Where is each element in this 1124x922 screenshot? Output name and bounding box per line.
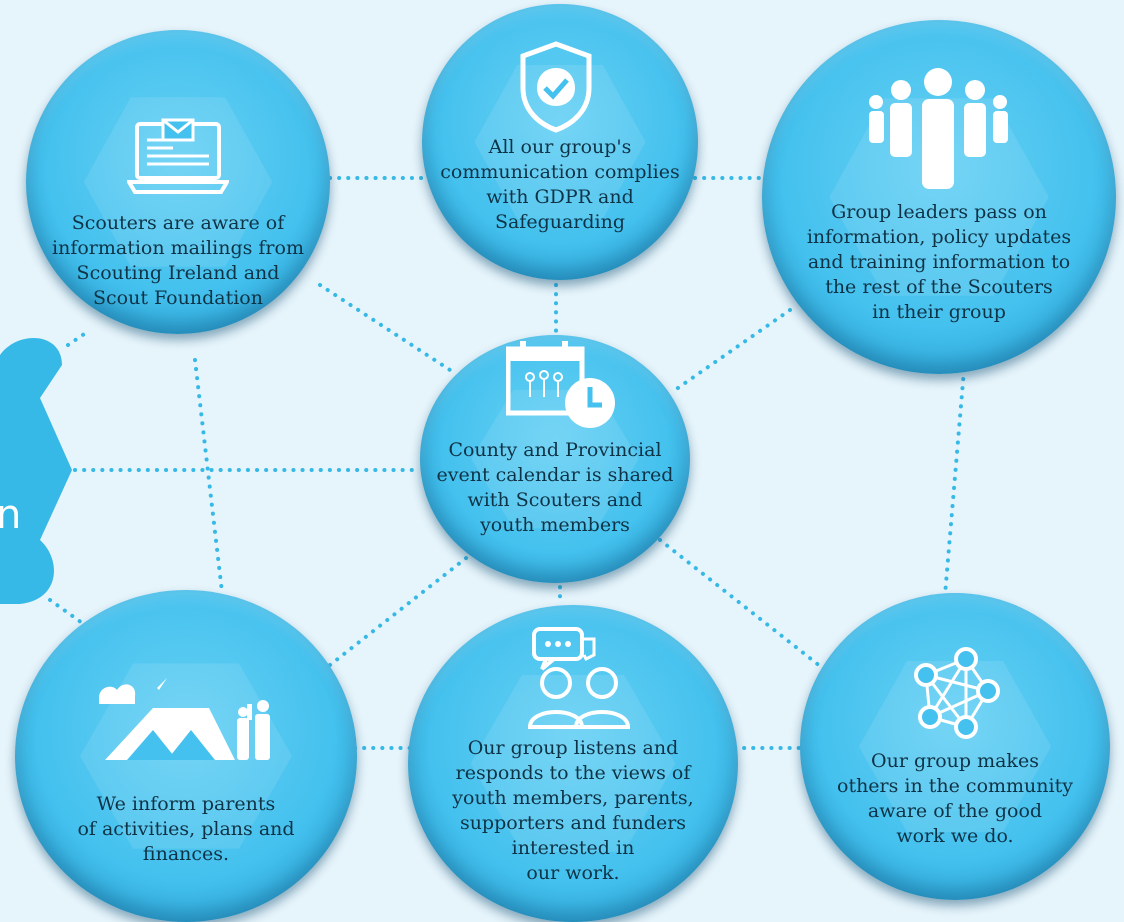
network-icon xyxy=(914,647,1000,739)
connector-tr-br xyxy=(943,368,966,597)
node-label: Group leaders pass on information, polic… xyxy=(806,201,1072,323)
node-label: Our group listens and responds to the vi… xyxy=(452,737,694,884)
node-top-center: All our group's communication complies w… xyxy=(422,4,698,280)
node-label: All our group's communication complies w… xyxy=(440,136,680,233)
node-bottom-right: Our group makes others in the community … xyxy=(800,593,1110,900)
node-label: County and Provincial event calendar is … xyxy=(436,439,674,536)
node-label: Scouters are aware of information mailin… xyxy=(52,212,304,309)
calendar-clock-icon xyxy=(506,341,615,428)
node-top-right: Group leaders pass on information, polic… xyxy=(762,20,1116,374)
tent-family-icon xyxy=(99,678,270,760)
laptop-mail-icon xyxy=(127,118,229,194)
connector-tl-bl xyxy=(193,358,224,594)
node-top-left: Scouters are aware of information mailin… xyxy=(26,30,330,334)
connector-bl-center xyxy=(328,553,472,667)
partial-heading-letter: n xyxy=(0,492,22,538)
connector-br-center xyxy=(658,538,827,672)
shield-check-icon xyxy=(520,41,592,133)
chat-people-icon xyxy=(527,627,631,729)
connector-tl-center xyxy=(318,283,452,372)
node-bottom-left: We inform parents of activities, plans a… xyxy=(15,590,357,922)
connector-puzzle-tl xyxy=(66,328,92,347)
node-bottom-center: Our group listens and responds to the vi… xyxy=(408,605,738,922)
connector-tr-center xyxy=(673,308,792,392)
node-center: County and Provincial event calendar is … xyxy=(420,335,690,583)
people-group-icon xyxy=(869,68,1008,189)
puzzle-piece-left xyxy=(0,338,72,604)
node-label: Our group makes others in the community … xyxy=(837,750,1073,847)
connector-puzzle-bl xyxy=(48,598,87,627)
node-label: We inform parents of activities, plans a… xyxy=(77,793,295,865)
